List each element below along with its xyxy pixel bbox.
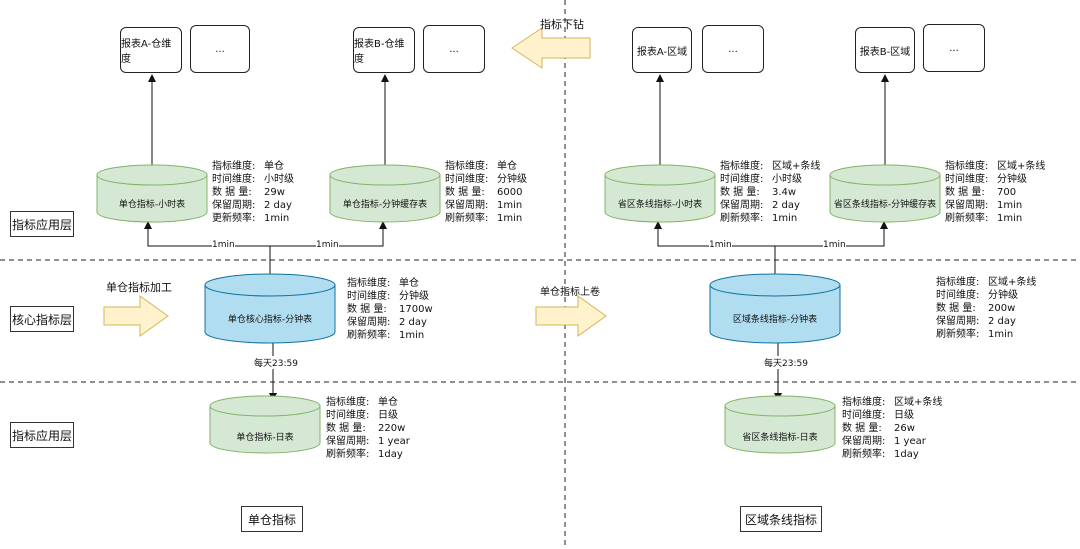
- layer-label-core: 核心指标层: [10, 306, 74, 332]
- report-a-warehouse-more: ...: [190, 25, 250, 73]
- info-w-hour: 指标维度:单仓 时间维度:小时级 数 据 量:29w 保留周期:2 day 更新…: [212, 161, 294, 224]
- table-name: 单仓核心指标-分钟表: [227, 315, 313, 325]
- edge-label-1min: 1min: [212, 240, 235, 250]
- edge-label-daily: 每天23:59: [764, 356, 808, 369]
- table-name: 省区条线指标-小时表: [617, 200, 703, 210]
- rollup-arrow: [535, 295, 607, 337]
- info-r-hour: 指标维度:区域+条线 时间维度:小时级 数 据 量:3.4w 保留周期:2 da…: [720, 161, 821, 224]
- info-r-core: 指标维度:区域+条线 时间维度:分钟级 数 据 量:200w 保留周期:2 da…: [936, 277, 1037, 340]
- info-w-day: 指标维度:单仓 时间维度:日级 数 据 量:220w 保留周期:1 year 刷…: [326, 397, 410, 460]
- report-b-region-more: ...: [923, 24, 985, 72]
- table-name: 区域条线指标-分钟表: [732, 315, 818, 325]
- rollup-label: 单仓指标上卷: [540, 287, 600, 298]
- info-w-cache: 指标维度:单仓 时间维度:分钟级 数 据 量:6000 保留周期:1min 刷新…: [445, 161, 527, 224]
- info-r-day: 指标维度:区域+条线 时间维度:日级 数 据 量:26w 保留周期:1 year…: [842, 397, 943, 460]
- report-a-warehouse: 报表A-仓维度: [120, 27, 182, 73]
- table-name: 省区条线指标-分钟缓存表: [833, 200, 937, 210]
- edge-label-1min: 1min: [709, 240, 732, 250]
- edge-w-core-cache: [270, 221, 387, 247]
- table-name: 单仓指标-日表: [236, 433, 294, 443]
- table-name: 省区条线指标-日表: [742, 433, 818, 443]
- edge-label-daily: 每天23:59: [254, 356, 298, 369]
- drill-down-label: 指标下钻: [540, 18, 584, 31]
- edge-r-core-cache: [775, 221, 888, 247]
- report-b-warehouse: 报表B-仓维度: [353, 27, 415, 73]
- process-arrow: [103, 295, 169, 337]
- drill-down-arrow: [511, 27, 591, 69]
- table-name: 单仓指标-小时表: [118, 200, 186, 210]
- cylinder-w-hour: [96, 164, 208, 223]
- cylinder-w-cache: [329, 164, 441, 223]
- footer-region: 区域条线指标: [740, 506, 822, 532]
- cylinder-w-day: [209, 395, 321, 454]
- layer-label-app-top: 指标应用层: [10, 211, 74, 237]
- info-r-cache: 指标维度:区域+条线 时间维度:分钟级 数 据 量:700 保留周期:1min …: [945, 161, 1046, 224]
- info-w-core: 指标维度:单仓 时间维度:分钟级 数 据 量:1700w 保留周期:2 day …: [347, 278, 433, 341]
- report-a-region: 报表A-区域: [632, 27, 692, 73]
- cylinder-r-cache: [829, 164, 941, 223]
- footer-warehouse: 单仓指标: [241, 506, 303, 532]
- cylinder-r-hour: [604, 164, 716, 223]
- cylinder-r-core: [709, 273, 841, 344]
- report-b-warehouse-more: ...: [423, 25, 485, 73]
- table-name: 单仓指标-分钟缓存表: [342, 200, 428, 210]
- report-b-region: 报表B-区域: [855, 27, 915, 73]
- edge-label-1min: 1min: [823, 240, 846, 250]
- cylinder-r-day: [724, 395, 836, 454]
- edge-w-core-up: [144, 221, 271, 277]
- process-label: 单仓指标加工: [106, 281, 172, 294]
- edge-label-1min: 1min: [316, 240, 339, 250]
- report-a-region-more: ...: [702, 25, 764, 73]
- cylinder-w-core: [204, 273, 336, 344]
- layer-label-app-bottom: 指标应用层: [10, 422, 74, 448]
